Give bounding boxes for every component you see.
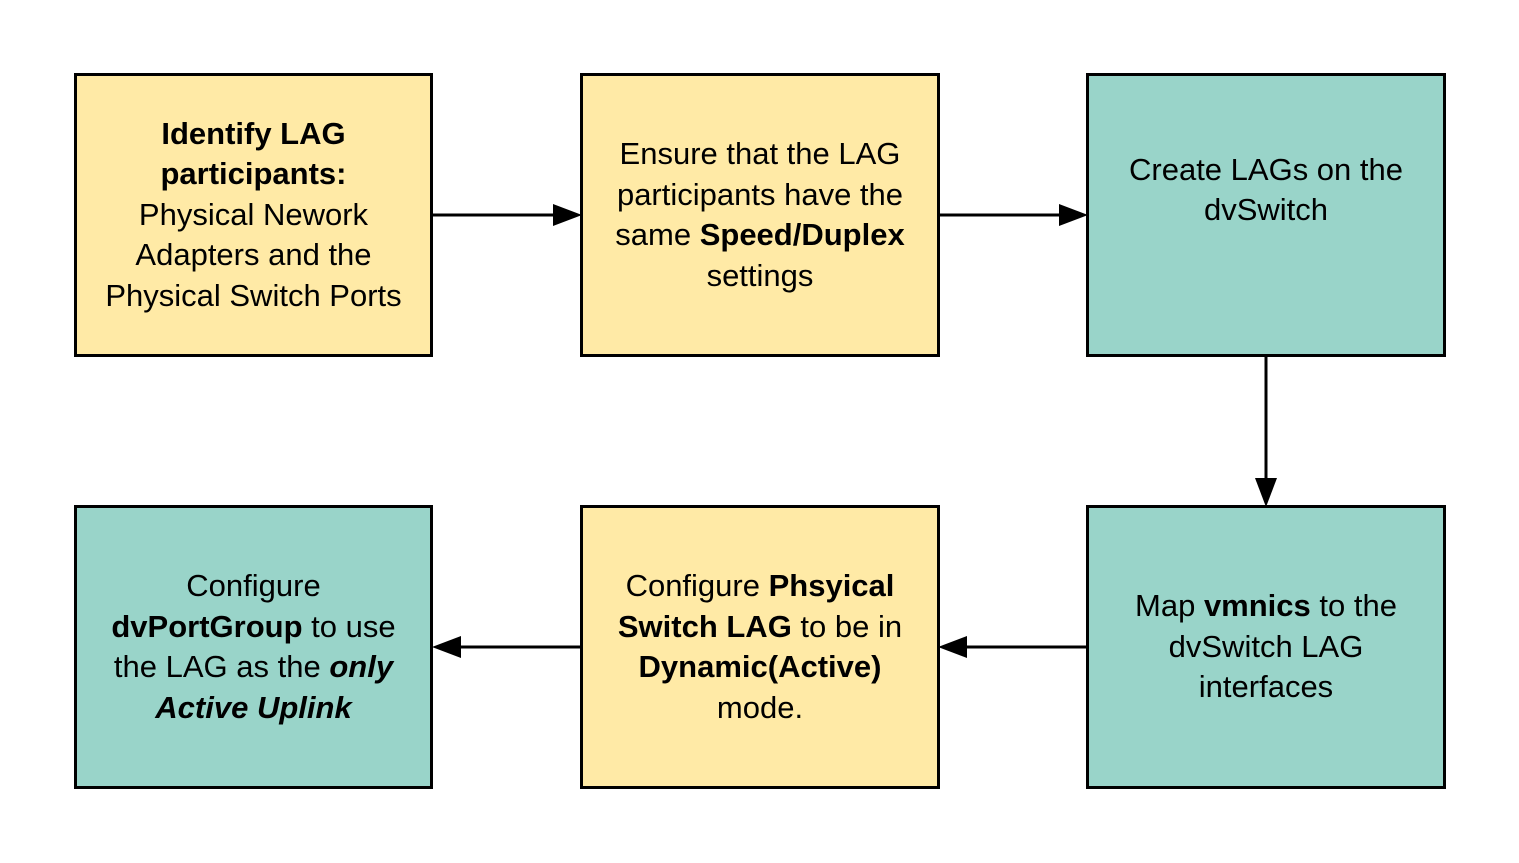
step-3-line-2: dvSwitch [1203, 192, 1329, 227]
step-1-line-3: Physical Nework [138, 196, 369, 232]
step-1-line-4: Adapters and the [135, 237, 372, 273]
step-4-line-1-pre: Map [1135, 588, 1204, 624]
step-4-line-2: dvSwitch LAG [1168, 628, 1364, 664]
step-configure-dvportgroup: Configure dvPortGroup to use the LAG as … [74, 505, 433, 789]
step-5-line-4: mode. [716, 689, 804, 725]
step-4-vmnics: vmnics [1203, 588, 1311, 624]
step-1-text: Identify LAG participants: Physical Newo… [105, 114, 401, 317]
step-2-line-1: Ensure that the LAG [619, 136, 901, 171]
step-4-line-1-post: to the [1310, 588, 1397, 624]
step-6-only: only [329, 649, 394, 684]
step-1-line-5: Physical Switch Ports [105, 277, 402, 313]
step-map-vmnics: Map vmnics to the dvSwitch LAG interface… [1086, 505, 1446, 789]
step-3-line-1: Create LAGs on the [1129, 151, 1403, 187]
arrow-step2-to-step3 [940, 204, 1088, 226]
step-6-line-1: Configure [186, 568, 321, 603]
step-4-line-3: interfaces [1198, 669, 1334, 705]
step-1-line-1: Identify LAG [161, 115, 346, 151]
arrow-step1-to-step2 [433, 204, 582, 226]
step-6-dvportgroup: dvPortGroup [111, 608, 303, 644]
step-5-phsyical: Phsyical [768, 568, 895, 603]
step-1-line-2: participants: [160, 156, 347, 192]
arrow-step3-to-step4 [1255, 357, 1277, 507]
step-5-line-1-pre: Configure [625, 568, 769, 603]
step-5-dynamic-active: Dynamic(Active) [638, 649, 882, 684]
step-2-line-4: settings [706, 257, 814, 293]
step-configure-physical-switch-lag: Configure Phsyical Switch LAG to be in D… [580, 505, 940, 789]
step-2-line-2: participants have the [616, 176, 904, 212]
step-create-lags: Create LAGs on the dvSwitch [1086, 73, 1446, 357]
step-identify-lag-participants: Identify LAG participants: Physical Newo… [74, 73, 433, 357]
step-6-text: Configure dvPortGroup to use the LAG as … [111, 566, 395, 728]
step-5-text: Configure Phsyical Switch LAG to be in D… [618, 566, 902, 728]
step-4-text: Map vmnics to the dvSwitch LAG interface… [1135, 586, 1397, 708]
arrow-step4-to-step5 [938, 636, 1086, 658]
step-2-text: Ensure that the LAG participants have th… [615, 134, 904, 296]
step-6-active-uplink: Active Uplink [155, 689, 352, 725]
step-ensure-speed-duplex: Ensure that the LAG participants have th… [580, 73, 940, 357]
step-2-speed-duplex: Speed/Duplex [699, 217, 905, 252]
step-6-line-3-pre: the LAG as the [113, 649, 330, 684]
step-2-line-3-pre: same [615, 217, 700, 252]
step-6-line-2-post: to use [302, 608, 396, 644]
arrow-step5-to-step6 [432, 636, 580, 658]
step-5-line-2-post: to be in [791, 608, 903, 644]
step-3-text: Create LAGs on the dvSwitch [1129, 150, 1403, 231]
step-5-switch-lag: Switch LAG [617, 608, 792, 644]
